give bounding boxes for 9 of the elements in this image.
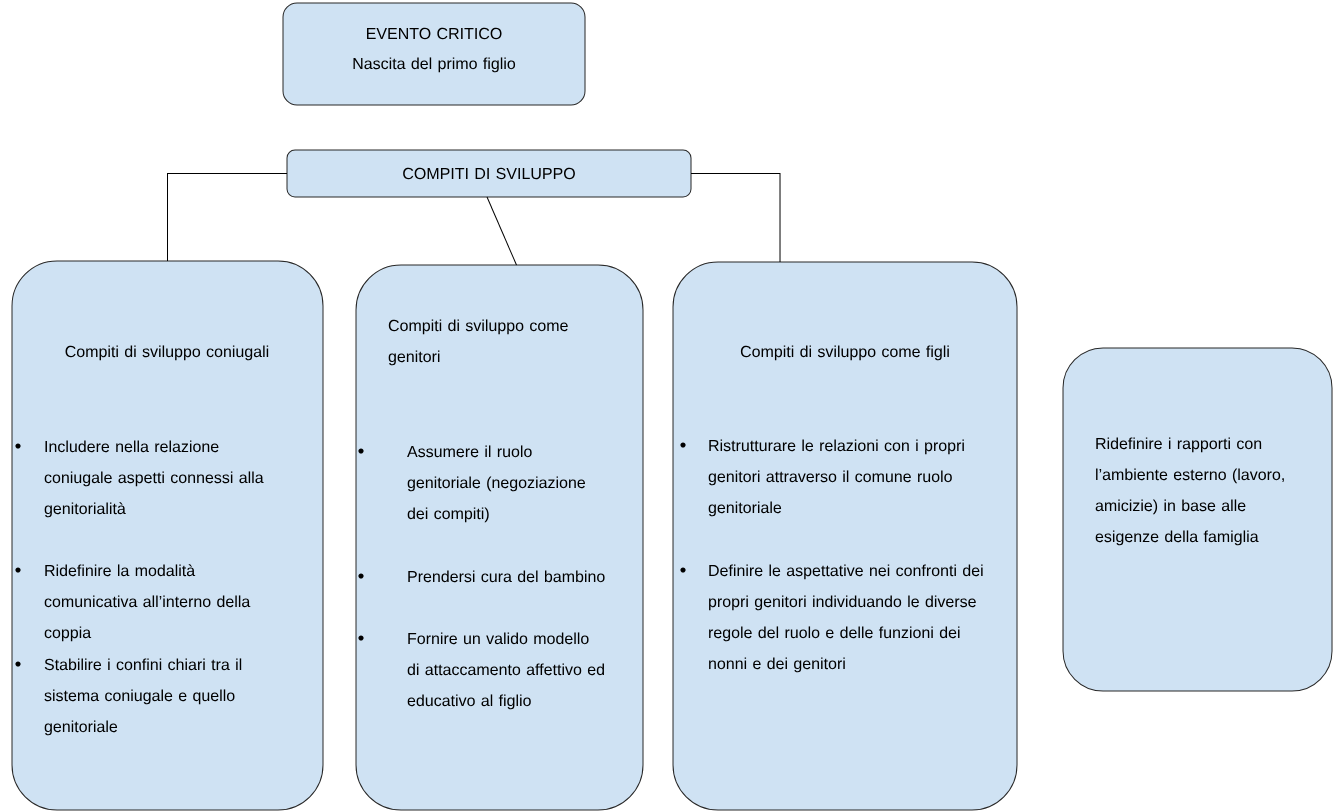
header-box: COMPITI DI SVILUPPO bbox=[286, 149, 692, 198]
task-box: Ridefinire i rapporti con l’ambiente esterno (lavoro, amicizie) in base alle esigenze della famiglia bbox=[1062, 347, 1333, 692]
task-box: Compiti di sviluppo coniugali Includere nella relazione coniugale aspetti connessi alla genitorialità Ridefinire la modalità comunicativa all’interno della coppia Stabilire i confini chiari tra il sistema coniugale e quello genitoriale bbox=[11, 260, 324, 811]
connector-line bbox=[167, 173, 288, 262]
task-box: Compiti di sviluppo come figli Ristrutturare le relazioni con i propri genitori attraverso il comune ruolo genitoriale Definire le aspettative nei confronti dei propri genitori individuando le diverse regole del ruolo e delle funzioni dei nonni e dei genitori bbox=[672, 261, 1018, 811]
connector-line bbox=[486, 196, 517, 266]
connector-line bbox=[690, 173, 781, 263]
task-box: Compiti di sviluppo come genitori Assumere il ruolo genitoriale (negoziazione dei compiti) Prendersi cura del bambino Fornire un valido modello di attaccamento affettivo ed educativo al figlio bbox=[355, 264, 644, 811]
header-box: EVENTO CRITICO Nascita del primo figlio bbox=[282, 2, 586, 106]
